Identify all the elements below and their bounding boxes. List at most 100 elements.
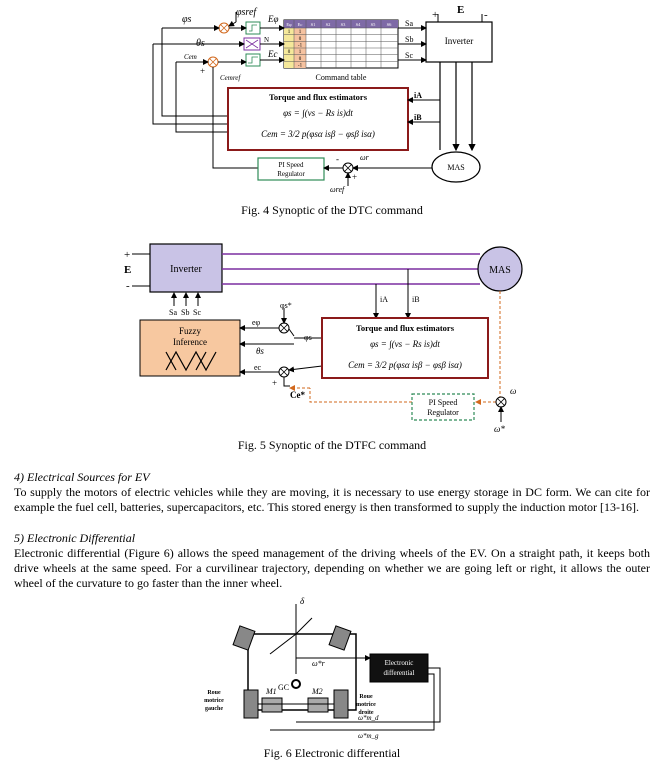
svg-text:φsref: φsref: [236, 7, 257, 18]
svg-text:PI Speed: PI Speed: [429, 398, 458, 407]
svg-text:-: -: [126, 280, 130, 292]
section5-heading: 5) Electronic Differential: [14, 531, 136, 545]
svg-text:Sb: Sb: [181, 308, 189, 317]
svg-text:Cemref: Cemref: [220, 74, 241, 82]
svg-text:motrice: motrice: [204, 698, 224, 704]
svg-text:Ec: Ec: [298, 22, 303, 27]
svg-text:Fuzzy: Fuzzy: [179, 326, 201, 336]
svg-text:+: +: [272, 378, 277, 388]
svg-text:φs*: φs*: [280, 301, 292, 310]
svg-text:S6: S6: [387, 22, 393, 27]
svg-text:gauche: gauche: [205, 706, 223, 712]
svg-text:+: +: [352, 172, 357, 182]
fig6-electronic-differential-box: [369, 653, 429, 683]
svg-text:ω*m_g: ω*m_g: [358, 732, 379, 740]
svg-text:ec: ec: [254, 363, 262, 372]
svg-text:Roue: Roue: [359, 694, 373, 700]
svg-text:ωref: ωref: [330, 185, 346, 194]
svg-text:motrice: motrice: [356, 702, 376, 708]
svg-text:0: 0: [288, 50, 291, 55]
svg-text:Sc: Sc: [405, 51, 413, 60]
svg-text:Eφ: Eφ: [286, 22, 292, 27]
fig6-caption: Fig. 6 Electronic differential: [263, 746, 401, 760]
fig4-e-label: E: [457, 4, 464, 16]
svg-text:φs: φs: [182, 14, 192, 25]
svg-text:M2: M2: [311, 687, 323, 696]
svg-text:S4: S4: [356, 22, 362, 27]
svg-text:Sb: Sb: [405, 35, 413, 44]
svg-text:Ec: Ec: [267, 49, 278, 59]
svg-text:Ce*: Ce*: [290, 390, 305, 400]
svg-text:S2: S2: [326, 22, 331, 27]
fig4-estimator-box: [227, 87, 409, 151]
svg-text:differential: differential: [384, 669, 415, 677]
svg-text:droite: droite: [358, 710, 374, 716]
svg-text:E: E: [124, 264, 131, 276]
svg-text:δ: δ: [300, 596, 305, 606]
svg-text:GC: GC: [278, 683, 289, 692]
fig4-command-table: Eφ Ec S1 S2 S3 S4 S5 S6 1 1 0 -1 0 1 0 -…: [283, 19, 399, 69]
fig5-inverter-box: [149, 243, 223, 293]
svg-text:Torque and flux estimators: Torque and flux estimators: [269, 92, 368, 102]
fig4-torque-hysteresis: [245, 53, 261, 67]
fig6-motor-m1: [261, 697, 283, 713]
svg-text:1: 1: [299, 30, 302, 35]
fig5-fuzzy-box: [139, 319, 241, 377]
svg-text:Cem = 3/2 p(φsα isβ − φsβ isα): Cem = 3/2 p(φsα isβ − φsβ isα): [261, 129, 375, 139]
section4-heading: 4) Electrical Sources for EV: [14, 470, 150, 484]
svg-text:φs = ∫(vs − Rs is)dt: φs = ∫(vs − Rs is)dt: [283, 108, 353, 119]
fig4-flux-hysteresis: [245, 21, 261, 35]
svg-text:Eφ: Eφ: [267, 14, 278, 24]
svg-text:Inference: Inference: [173, 337, 207, 347]
svg-text:0: 0: [299, 57, 302, 62]
svg-text:Cem = 3/2 p(φsα isβ − φsβ isα): Cem = 3/2 p(φsα isβ − φsβ isα): [348, 360, 462, 370]
svg-text:Regulator: Regulator: [277, 170, 305, 178]
svg-text:S1: S1: [311, 22, 316, 27]
svg-text:iA: iA: [414, 91, 422, 100]
svg-text:φs = ∫(vs − Rs is)dt: φs = ∫(vs − Rs is)dt: [370, 339, 440, 350]
fig6-chassis: [247, 633, 357, 711]
svg-text:1: 1: [299, 50, 302, 55]
svg-text:θs: θs: [256, 346, 264, 356]
fig4-diagram: + E - Inverter Eφ Ec S1 S2: [152, 4, 493, 194]
svg-text:N: N: [264, 36, 269, 44]
section5-text: Electronic differential (Figure 6) allow…: [14, 546, 650, 590]
fig6-diagram: δ GC M1 M2 ω*r Electronic differential ω…: [204, 596, 441, 740]
svg-text:Regulator: Regulator: [427, 408, 459, 417]
svg-text:Sa: Sa: [405, 19, 413, 28]
svg-text:Inverter: Inverter: [170, 264, 202, 275]
svg-text:1: 1: [288, 30, 291, 35]
svg-text:ω*: ω*: [494, 424, 505, 434]
svg-text:Torque and flux estimators: Torque and flux estimators: [356, 323, 455, 333]
fig4-command-table-label: Command table: [316, 73, 367, 82]
svg-text:MAS: MAS: [489, 265, 511, 276]
fig5-caption: Fig. 5 Synoptic of the DTFC command: [237, 438, 427, 452]
svg-text:ω: ω: [510, 386, 516, 396]
fig5-diagram: + E - Inverter MAS iA iB Sa Sb Sc Fuzzy …: [124, 243, 523, 434]
svg-text:Cem: Cem: [184, 53, 197, 61]
svg-text:eφ: eφ: [252, 318, 261, 327]
svg-text:iB: iB: [414, 113, 422, 122]
svg-text:iB: iB: [412, 295, 420, 304]
svg-text:-1: -1: [298, 64, 303, 69]
fig6-gc-point: [291, 679, 301, 689]
svg-text:ωr: ωr: [360, 153, 370, 162]
fig4-caption: Fig. 4 Synoptic of the DTC command: [241, 203, 423, 217]
svg-text:ω*r: ω*r: [312, 659, 326, 668]
svg-text:PI Speed: PI Speed: [278, 161, 304, 169]
svg-text:S5: S5: [371, 22, 377, 27]
svg-text:-1: -1: [298, 44, 303, 49]
fig5-pi-regulator: [411, 393, 475, 421]
svg-text:S3: S3: [341, 22, 347, 27]
fig6-motor-m2: [307, 697, 329, 713]
svg-text:ω*m_d: ω*m_d: [358, 714, 379, 722]
svg-text:Sa: Sa: [169, 308, 177, 317]
svg-text:+: +: [200, 66, 205, 76]
svg-text:M1: M1: [265, 687, 277, 696]
svg-text:Roue: Roue: [207, 690, 221, 696]
svg-text:-: -: [336, 154, 339, 164]
fig4-plus: +: [432, 9, 438, 21]
svg-text:Sc: Sc: [193, 308, 201, 317]
fig5-estimator-box: [321, 317, 489, 379]
svg-text:Electronic: Electronic: [385, 659, 414, 667]
